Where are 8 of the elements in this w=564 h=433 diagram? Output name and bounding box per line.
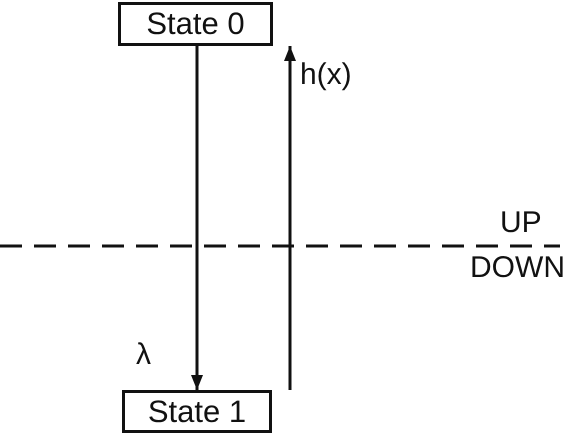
- arrow: [284, 46, 296, 390]
- arrow: [191, 46, 203, 390]
- state-box: State 0: [118, 2, 273, 46]
- region-label: UP: [500, 208, 542, 238]
- region-label: DOWN: [470, 253, 564, 283]
- edge-label: λ: [136, 340, 151, 370]
- state-box: State 1: [122, 390, 272, 433]
- edge-label: h(x): [300, 60, 352, 90]
